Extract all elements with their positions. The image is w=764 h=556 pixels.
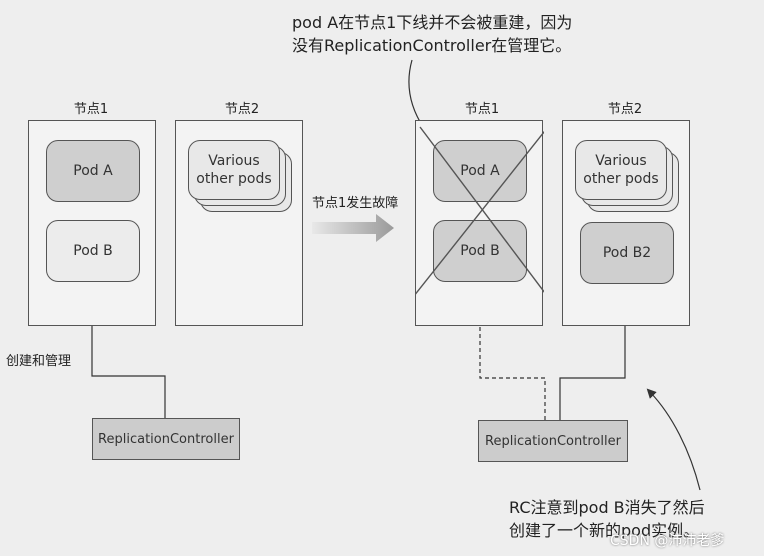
top-annotation-line1: pod A在节点1下线并不会被重建，因为 bbox=[292, 13, 573, 32]
right-replication-controller: ReplicationController bbox=[478, 420, 628, 462]
right-node2: Various other pods Pod B2 bbox=[562, 120, 690, 326]
right-pod-a: Pod A bbox=[433, 140, 527, 202]
watermark: CSDN @沛沛老爹 bbox=[610, 533, 725, 549]
left-manage-connector bbox=[87, 279, 166, 418]
right-various-line2: other pods bbox=[583, 171, 659, 187]
bottom-annotation-line2: 创建了一个新的pod实例。 bbox=[509, 521, 700, 540]
right-node1-label: 节点1 bbox=[464, 102, 500, 117]
transition-arrow bbox=[312, 214, 394, 242]
top-annotation-line2: 没有ReplicationController在管理它。 bbox=[292, 36, 572, 55]
left-node1: Pod A Pod B bbox=[28, 120, 156, 326]
right-various-line1: Various bbox=[595, 153, 647, 169]
right-pod-b: Pod B bbox=[433, 220, 527, 282]
transition-label: 节点1发生故障 bbox=[312, 196, 399, 211]
right-various-pods: Various other pods bbox=[575, 140, 667, 200]
left-node2-label: 节点2 bbox=[224, 102, 260, 117]
left-pod-a: Pod A bbox=[46, 140, 140, 202]
left-various-pods: Various other pods bbox=[188, 140, 280, 200]
right-dashed-connector bbox=[475, 283, 546, 420]
left-manage-label: 创建和管理 bbox=[6, 354, 72, 369]
bottom-annotation-pointer bbox=[646, 388, 701, 491]
bottom-annotation-line1: RC注意到pod B消失了然后 bbox=[509, 498, 705, 517]
right-node1-failed: Pod A Pod B bbox=[415, 120, 544, 326]
left-pod-b: Pod B bbox=[46, 220, 140, 282]
left-node1-label: 节点1 bbox=[73, 102, 109, 117]
right-node2-label: 节点2 bbox=[607, 102, 643, 117]
failure-cross bbox=[416, 126, 544, 295]
left-node2: Various other pods bbox=[175, 120, 303, 326]
right-solid-connector bbox=[559, 283, 630, 420]
left-various-line2: other pods bbox=[196, 171, 272, 187]
left-replication-controller: ReplicationController bbox=[92, 418, 240, 460]
right-pod-b2: Pod B2 bbox=[580, 222, 674, 284]
left-various-line1: Various bbox=[208, 153, 260, 169]
